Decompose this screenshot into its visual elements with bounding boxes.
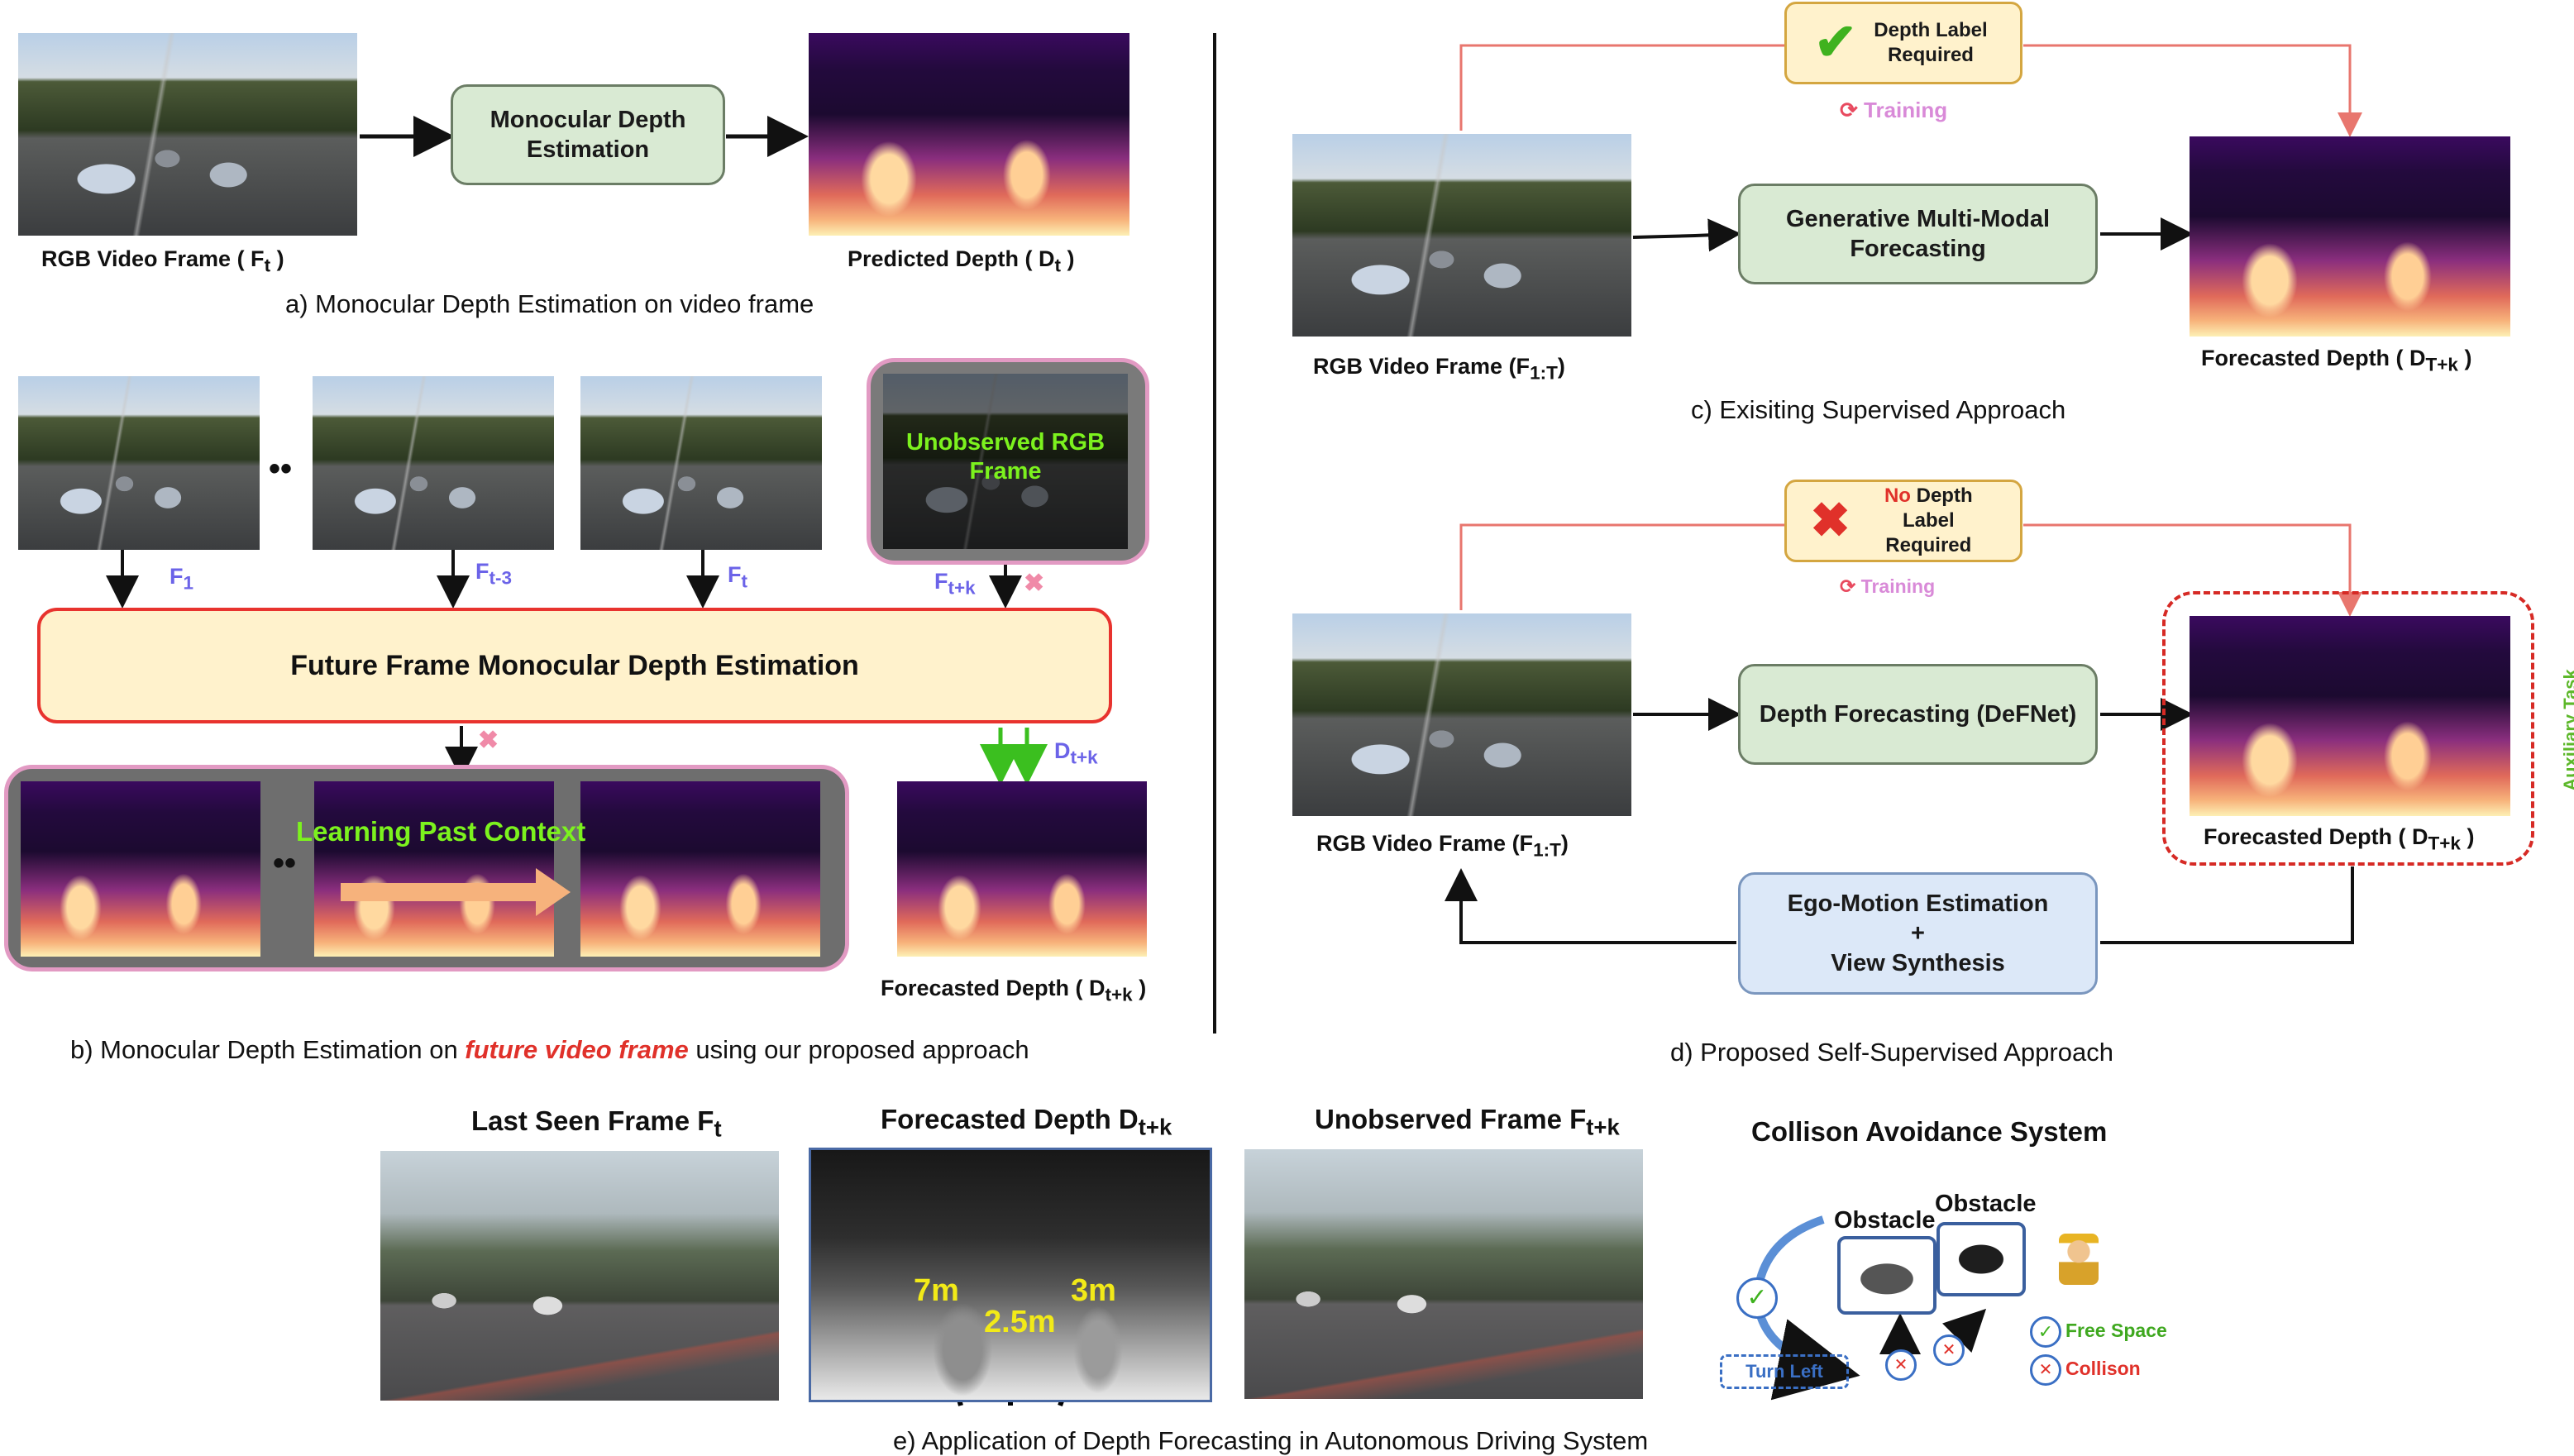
- cross-icon-b2: ✖: [478, 726, 499, 755]
- frame-f1: [18, 376, 260, 550]
- frame-ft3: [313, 376, 554, 550]
- legend-check-icon: ✓: [2030, 1316, 2061, 1348]
- dots-1: ••: [269, 451, 292, 488]
- context-label: Learning Past Context: [296, 816, 585, 847]
- context-arrowhead-icon: [536, 868, 571, 916]
- distance-3m: 3m: [1071, 1273, 1116, 1309]
- defnet-box: Depth Forecasting (DeFNet): [1738, 664, 2098, 765]
- cross-circle-icon-2: ✕: [1933, 1334, 1965, 1366]
- legend-cross-icon: ✕: [2030, 1354, 2061, 1386]
- driver-avatar: [2059, 1234, 2099, 1285]
- arrow-c1: [1633, 234, 1735, 237]
- forecasted-title: Forecasted Depth Dt+k: [881, 1104, 1172, 1141]
- unobserved-frame-e: [1244, 1149, 1643, 1399]
- training-icon-d: ⟳: [1840, 575, 1855, 597]
- caption-e: e) Application of Depth Forecasting in A…: [893, 1426, 1648, 1456]
- rgb-label-c: RGB Video Frame (F1:T): [1313, 354, 1565, 384]
- feedback-c-right: [2023, 45, 2350, 132]
- forecasted-depth-b: [897, 781, 1147, 957]
- forecasted-depth-e: [809, 1148, 1212, 1402]
- auxiliary-task-label: Auxiliary Task: [2560, 669, 2574, 791]
- rgb-frame-c: [1292, 134, 1631, 337]
- unobserved-label: Unobserved RGB Frame: [883, 428, 1128, 486]
- forecasted-depth-d: [2190, 616, 2510, 816]
- obstacle-car-1: [1837, 1236, 1936, 1315]
- feedback-d-left: [1461, 525, 1784, 610]
- training-icon-c: ⟳: [1840, 98, 1858, 122]
- last-seen-frame: [380, 1151, 779, 1401]
- context-arrow-icon: [341, 883, 539, 901]
- distance-25m: 2.5m: [984, 1305, 1056, 1340]
- depth-label-a: Predicted Depth ( Dt ): [848, 246, 1075, 276]
- label-ft: Ft: [728, 562, 747, 592]
- last-seen-title: Last Seen Frame Ft: [471, 1105, 722, 1143]
- forecasted-depth-c: [2190, 136, 2510, 337]
- future-frame-mde-box: Future Frame Monocular Depth Estimation: [37, 608, 1112, 723]
- caption-a: a) Monocular Depth Estimation on video f…: [285, 289, 814, 319]
- ego-line-right: [2100, 866, 2352, 943]
- predicted-depth-a: [809, 33, 1129, 236]
- cross-circle-icon-1: ✕: [1885, 1349, 1917, 1381]
- turn-left-box: Turn Left: [1720, 1354, 1849, 1389]
- label-ftk: Ft+k: [934, 569, 976, 599]
- check-icon: ✔: [1814, 11, 1857, 75]
- label-ft3: Ft-3: [475, 559, 512, 589]
- caption-c: c) Exisiting Supervised Approach: [1691, 395, 2065, 425]
- collision-title: Collison Avoidance System: [1751, 1116, 2107, 1148]
- caption-d: d) Proposed Self-Supervised Approach: [1670, 1038, 2113, 1067]
- rgb-label-a: RGB Video Frame ( Ft ): [41, 246, 284, 276]
- frame-ft: [580, 376, 822, 550]
- depth-label-required-c: ✔ Depth Label Required: [1784, 2, 2022, 84]
- monocular-depth-box: Monocular Depth Estimation: [451, 84, 725, 185]
- label-f1: F1: [170, 564, 193, 594]
- obstacle-label-1: Obstacle: [1834, 1207, 1936, 1234]
- depth-label-required-d: ✖ No Depth Label Required: [1784, 480, 2022, 562]
- check-circle-icon: ✓: [1736, 1277, 1778, 1319]
- past-depth-1: [21, 781, 260, 957]
- past-depth-3: [580, 781, 820, 957]
- ego-line-left: [1461, 875, 1736, 943]
- distance-7m: 7m: [914, 1273, 959, 1309]
- rgb-label-d: RGB Video Frame (F1:T): [1316, 831, 1569, 861]
- past-depth-2: [314, 781, 554, 957]
- forecast-label-b: Forecasted Depth ( Dt+k ): [881, 976, 1146, 1005]
- dots-2: ••: [273, 845, 296, 882]
- obstacle-label-2: Obstacle: [1935, 1191, 2037, 1218]
- forecast-label-c: Forecasted Depth ( DT+k ): [2201, 346, 2471, 375]
- legend-free-space: Free Space: [2065, 1320, 2167, 1342]
- cross-icon-b1: ✖: [1024, 569, 1044, 598]
- training-d: ⟳ Training: [1840, 575, 1935, 598]
- feedback-c-left: [1461, 45, 1784, 131]
- obstacle-car-2: [1936, 1222, 2026, 1296]
- generative-forecasting-box: Generative Multi-Modal Forecasting: [1738, 184, 2098, 284]
- x-icon: ✖: [1810, 491, 1851, 551]
- ego-motion-box: Ego-Motion Estimation + View Synthesis: [1738, 872, 2098, 995]
- rgb-frame-d: [1292, 613, 1631, 816]
- caption-b: b) Monocular Depth Estimation on future …: [70, 1035, 1029, 1065]
- training-c: ⟳ Training: [1840, 98, 1947, 123]
- label-dtk: Dt+k: [1054, 738, 1098, 768]
- forecast-label-d: Forecasted Depth ( DT+k ): [2204, 824, 2474, 854]
- rgb-frame-a: [18, 33, 357, 236]
- unobserved-title: Unobserved Frame Ft+k: [1315, 1104, 1620, 1141]
- legend-collison: Collison: [2065, 1358, 2141, 1380]
